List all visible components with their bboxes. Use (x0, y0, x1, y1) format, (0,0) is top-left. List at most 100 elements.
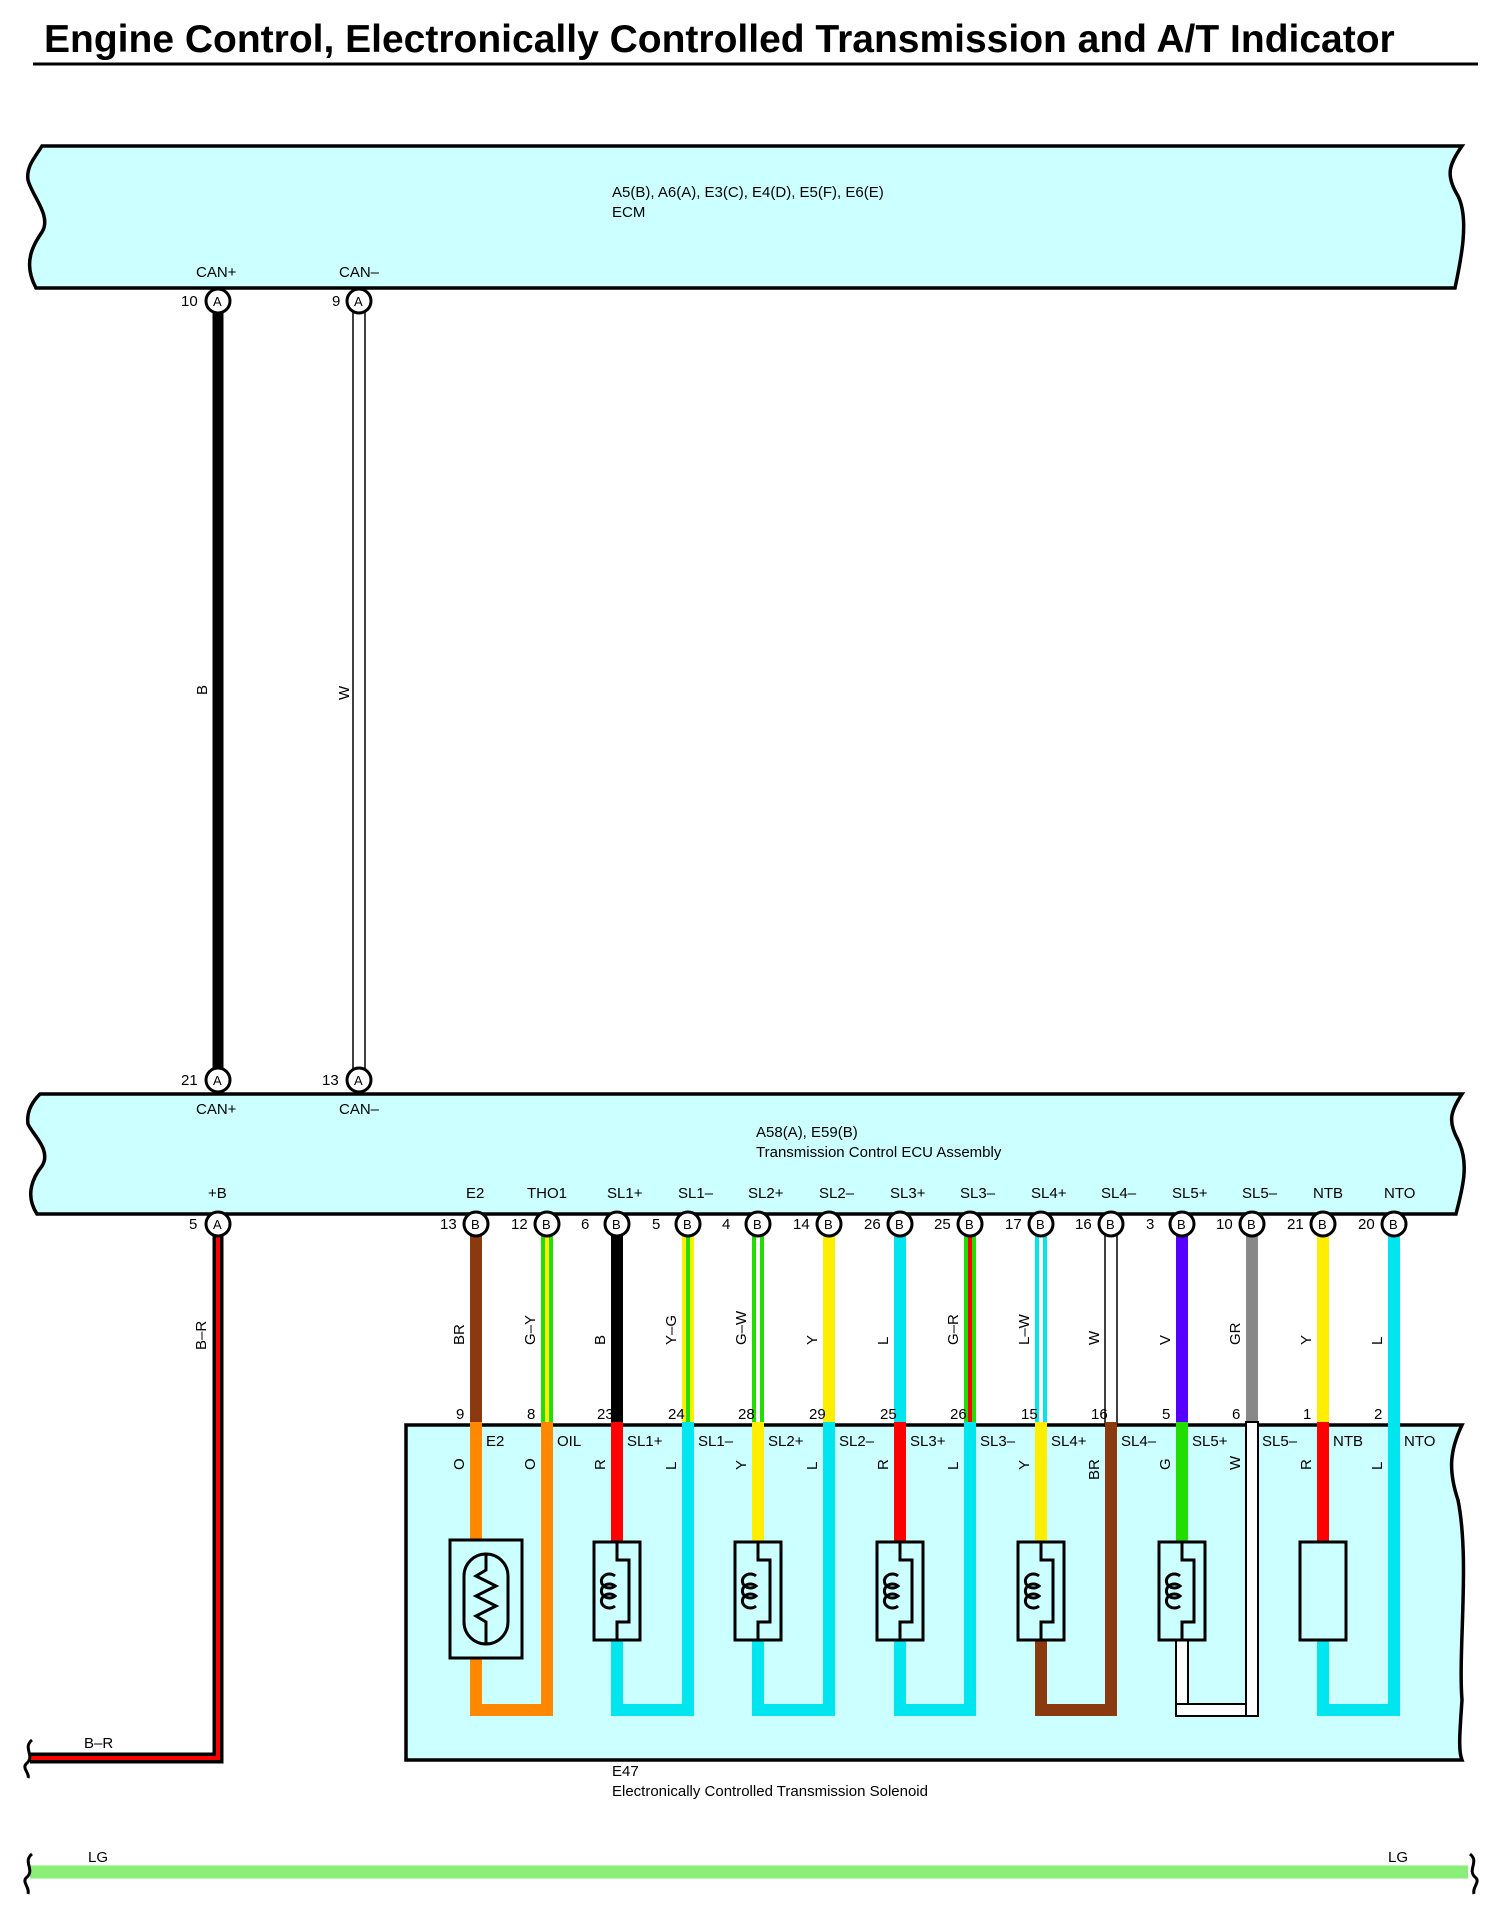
solenoid-pin-number: 16 (1091, 1406, 1108, 1423)
solenoid-coil-icon (875, 1540, 925, 1642)
sensor-body (1298, 1540, 1348, 1642)
tcu-pin-label: SL2+ (748, 1185, 784, 1202)
coil-winding (882, 1572, 901, 1610)
tcu-pin-label: SL4– (1101, 1185, 1137, 1202)
solenoid-wire-code: O (451, 1458, 468, 1470)
tcu-pin-label: CAN– (339, 1101, 380, 1118)
br-exit-wire-code: B–R (84, 1735, 113, 1752)
tcu-pin-number: 20 (1358, 1216, 1375, 1233)
tcu-pin-label: SL3+ (890, 1185, 926, 1202)
solenoid-wire-code: L (663, 1462, 680, 1470)
solenoid-pin-number: 6 (1232, 1406, 1240, 1423)
solenoid-wire-code: O (522, 1458, 539, 1470)
tcu-pin-label: SL3– (960, 1185, 996, 1202)
wire-color-code: BR (451, 1324, 468, 1345)
solenoid-pin-label: SL3– (980, 1433, 1016, 1450)
ecm-connectors: A5(B), A6(A), E3(C), E4(D), E5(F), E6(E) (612, 184, 884, 201)
br-wire-code: B–R (193, 1321, 210, 1350)
ecm-pin-connector: A (354, 294, 363, 309)
tcu-pin-can-minus: 13 A CAN– (322, 1066, 380, 1118)
can-minus-wire-code: W (336, 685, 353, 700)
can-plus-wire-code: B (194, 685, 211, 695)
tcu-pin-connector: B (612, 1217, 621, 1232)
wire-break-icon (23, 1852, 34, 1895)
solenoid-pin-9: SL4–BR (1086, 1433, 1157, 1480)
tcu-pin-number: 6 (581, 1216, 589, 1233)
tcu-pin-label: SL1+ (607, 1185, 643, 1202)
tcu-pin-label: E2 (466, 1185, 484, 1202)
tcu-pin-number: 16 (1075, 1216, 1092, 1233)
solenoid-connector: E47 (612, 1763, 639, 1780)
pin-terminal-icon (204, 287, 232, 315)
br-wire-outline (30, 1226, 224, 1764)
wire-color-code: Y (804, 1335, 821, 1345)
tcu-pin-label: NTO (1384, 1185, 1415, 1202)
solenoid-coil-icon (1157, 1540, 1207, 1642)
solenoid-pin-number: 5 (1162, 1406, 1170, 1423)
br-wire-stripe (30, 1226, 220, 1760)
tcu-pin-label: SL2– (819, 1185, 855, 1202)
tcu-power-circuit: +B 5 A B–R B–R (23, 1185, 232, 1779)
solenoid-pin-11: SL5–W (1227, 1433, 1298, 1470)
solenoid-pin-label: E2 (486, 1433, 504, 1450)
ecm-pin-label: CAN– (339, 264, 380, 281)
solenoid-pin-2: SL1+R (592, 1433, 663, 1470)
wire-color-code: L–W (1016, 1313, 1033, 1345)
lg-bus: LG LG (23, 1849, 1479, 1895)
coil-lead (1180, 1542, 1196, 1640)
wire-color-code: G–W (733, 1310, 750, 1345)
tcu-pin-number: 26 (864, 1216, 881, 1233)
coil-winding (740, 1572, 759, 1610)
solenoid-wire-code: W (1227, 1455, 1244, 1470)
tcu-pin-connector: B (895, 1217, 904, 1232)
solenoid-pin-number: 24 (668, 1406, 685, 1423)
tcu-pin-number: 13 (322, 1072, 339, 1089)
coil-winding (1023, 1572, 1042, 1610)
ecm-pin-can-plus: CAN+ 10 A (181, 264, 237, 315)
tcu-pin-connector: B (542, 1217, 551, 1232)
solenoid-pin-label: SL4+ (1051, 1433, 1087, 1450)
ecm-name: ECM (612, 204, 645, 221)
tcu-pin-number: 25 (934, 1216, 951, 1233)
tcu-pin-number: 4 (722, 1216, 730, 1233)
solenoid-pin-8: SL4+Y (1016, 1433, 1087, 1470)
ecm-pin-can-minus: CAN– 9 A (332, 264, 380, 315)
pin-terminal-icon (204, 1210, 232, 1238)
wire-color-code: Y (1298, 1335, 1315, 1345)
tcu-pin-connector: A (213, 1073, 222, 1088)
solenoid-pin-3: SL1–L (663, 1433, 734, 1470)
solenoid-pin-number: 8 (527, 1406, 535, 1423)
ecm-pin-connector: A (213, 294, 222, 309)
tcu-pin-connector: A (354, 1073, 363, 1088)
pin-terminal-icon (533, 1210, 561, 1238)
tcu-pin-can-plus: 21 A CAN+ (181, 1066, 237, 1118)
tcu-pin-label: THO1 (527, 1185, 567, 1202)
solenoid-pin-6: SL3+R (875, 1433, 946, 1470)
tcu-pin-number: 21 (181, 1072, 198, 1089)
lg-right-label: LG (1388, 1849, 1408, 1866)
tcu-pin-connector: B (1318, 1217, 1327, 1232)
tcu-pin-label: SL5+ (1172, 1185, 1208, 1202)
tcu-pin-number: 17 (1005, 1216, 1022, 1233)
tcu-pin-connector: B (1036, 1217, 1045, 1232)
tcu-pin-label: CAN+ (196, 1101, 237, 1118)
page-title: Engine Control, Electronically Controlle… (44, 18, 1395, 61)
solenoid-wire-code: R (1298, 1459, 1315, 1470)
wire-color-code: B (592, 1335, 609, 1345)
solenoid-pin-7: SL3–L (945, 1433, 1016, 1470)
tcu-pin-number: 21 (1287, 1216, 1304, 1233)
solenoid-wire-code: L (804, 1462, 821, 1470)
solenoid-pin-10: SL5+G (1157, 1433, 1228, 1470)
tcu-pin-connector: B (1389, 1217, 1398, 1232)
solenoid-pin-number: 23 (597, 1406, 614, 1423)
solenoid-pin-number: 9 (456, 1406, 464, 1423)
